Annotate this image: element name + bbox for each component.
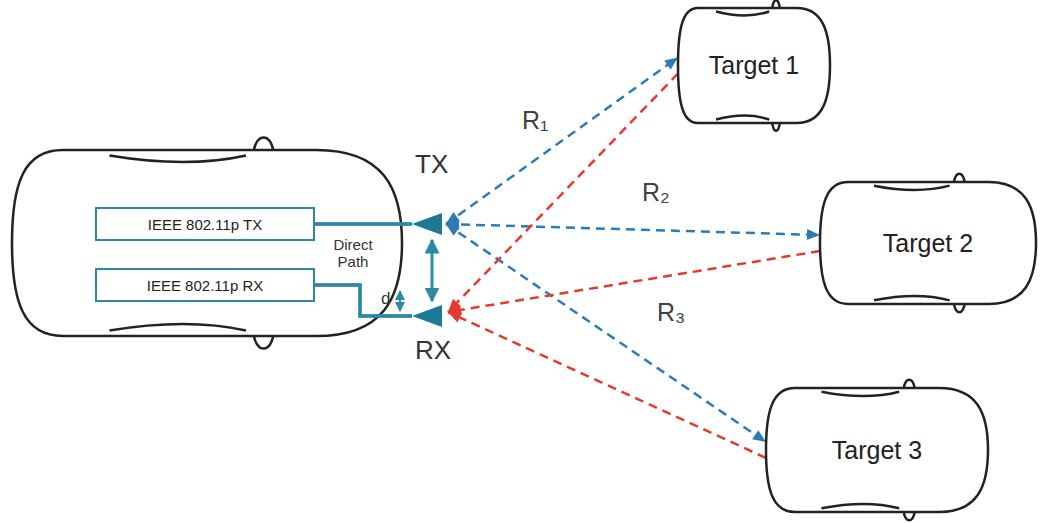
ego-car [12,137,402,348]
node-text: Target 2 [883,229,973,258]
arrow-head [664,58,678,70]
direct-path-arrow [431,240,434,301]
node-text: Target 1 [709,51,799,80]
target-car: Target 3 [766,388,988,512]
process-box: IEEE 802.11p TX [95,207,315,241]
tx-antenna [412,213,442,235]
signal-path [315,74,678,317]
process-box: IEEE 802.11p RX [95,268,315,302]
signal-path [315,219,820,240]
feed-wire [315,285,412,316]
target-car: Target 1 [678,8,830,123]
part-label: TX [415,150,448,180]
target-car: Target 2 [820,182,1036,304]
feed-wire [315,223,412,226]
arrow-head [448,312,462,322]
node-text: Target 3 [832,436,922,465]
dashed-ray [448,251,820,312]
feed-wire [315,285,412,316]
arrow-head [752,430,766,442]
dashed-ray [446,224,820,235]
range-label: R₁ [520,106,551,135]
feed-wire [315,285,412,316]
part-label: RX [415,336,451,366]
dashed-ray [448,312,766,458]
signal-path [315,224,766,442]
feed-wire [315,223,412,226]
range-label: R₃ [655,298,687,327]
arrow-head [807,229,820,240]
signal-path [315,285,766,458]
range-label: R₂ [640,178,672,207]
dashed-ray [446,224,766,442]
signal-path [315,58,678,225]
part-label: d [381,289,390,309]
rx-antenna [412,305,442,327]
signal-path [315,251,820,316]
node-text: IEEE 802.11p TX [148,216,263,233]
feed-wire [315,223,412,226]
node-text: IEEE 802.11p RX [147,277,263,294]
arrow-head [446,224,460,236]
dashed-ray [446,58,678,225]
dashed-ray [448,74,678,313]
part-label: Direct Path [326,236,380,271]
distance-arrow [399,291,401,311]
